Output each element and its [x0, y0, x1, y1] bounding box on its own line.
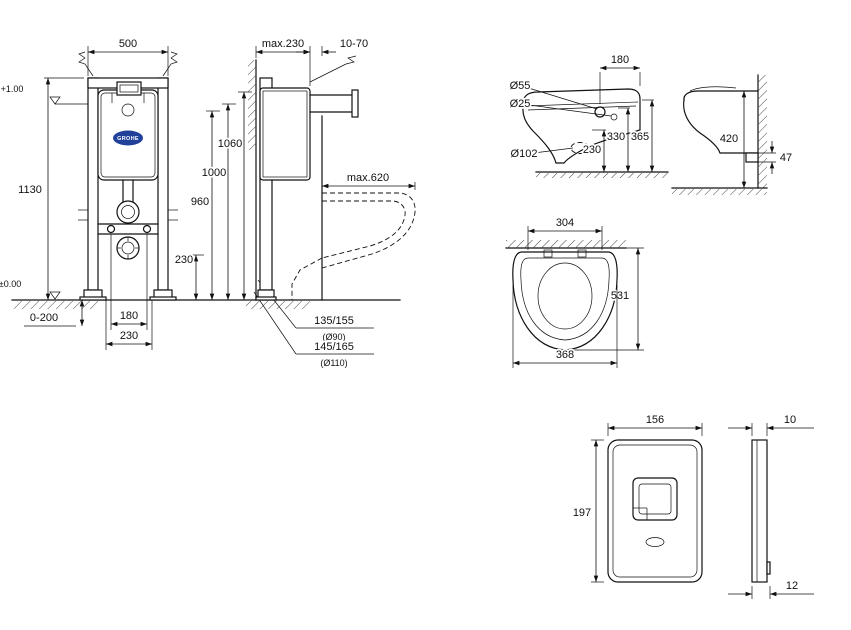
dim-plate-width: 156: [646, 414, 664, 426]
dim-height-960: 960: [191, 196, 209, 208]
dim-width-368: 368: [556, 349, 574, 361]
dim-plate-thickness-top: 10: [784, 414, 796, 426]
fixing-hole: [610, 113, 618, 121]
dim-bowl-projection: max.620: [347, 172, 389, 184]
dim-width-304: 304: [556, 217, 574, 229]
fixing-bolt: [106, 224, 116, 234]
bowl-top-view: 304 531 368: [505, 215, 644, 368]
pipe-clamp: [116, 200, 140, 224]
frame-front-view: GROHE +1.00 ±0.00 500 1130 0-200: [0, 36, 401, 370]
dim-wall-thickness: 10-70: [340, 38, 368, 50]
wall-hatch: [506, 240, 626, 248]
seat-hinge: [577, 249, 587, 258]
dim-outlet-option-2-dia: (Ø110): [320, 358, 347, 368]
dim-height-1060: 1060: [218, 138, 242, 150]
dim-plate-thickness-bottom: 12: [786, 580, 798, 592]
plate-clip: [766, 561, 771, 575]
dim-bottom-230: 230: [120, 330, 138, 342]
flush-shaft-cap: [351, 89, 359, 118]
dim-frame-width: 500: [119, 38, 137, 50]
bowl-outer-outline: [512, 251, 618, 351]
dim-dia-55: Ø55: [510, 80, 531, 92]
bowl-outline: [522, 88, 641, 164]
dim-frame-height: 1130: [18, 184, 42, 196]
dim-height-420: 420: [720, 133, 738, 145]
dim-plate-height: 197: [573, 507, 591, 519]
wall-anchor-icon: [78, 51, 94, 77]
floor-hatch: [14, 301, 98, 309]
dim-outlet-option-1: 135/155: [314, 315, 354, 327]
dim-height-47: 47: [780, 152, 792, 164]
bowl-side-view: Ø55 Ø25 Ø102 180 230 330 365: [508, 52, 669, 178]
dim-height-230: 230: [175, 254, 193, 266]
wall-hatch: [758, 75, 767, 188]
wall-hatch: [248, 60, 256, 150]
mounting-step: [745, 152, 759, 163]
plate-logo-oval: [645, 537, 665, 547]
drain-hole: [570, 142, 590, 154]
dim-height-1000: 1000: [202, 167, 226, 179]
bowl-underside: [683, 99, 759, 154]
frame-rail-left: [87, 77, 99, 291]
level-mark-top: +1.00: [1, 84, 24, 94]
flush-plate-front-view: 156 197: [571, 412, 703, 583]
frame-rail-right: [157, 77, 169, 291]
hidden-drain-pipe: [291, 257, 323, 300]
cistern-profile: [259, 87, 311, 181]
flush-button: [632, 477, 678, 521]
dim-height-330: 330: [607, 131, 625, 143]
seat-lid-line: [689, 86, 737, 92]
wall-anchor-icon: [345, 55, 357, 65]
dim-frame-depth: max.230: [262, 38, 304, 50]
dim-top-180: 180: [611, 54, 629, 66]
dim-height-230b: 230: [583, 144, 601, 156]
bowl-inner: [537, 262, 593, 330]
hidden-bowl-outline: [321, 192, 416, 269]
access-opening: [116, 81, 142, 96]
grohe-logo: [113, 130, 143, 146]
dim-outlet-option-1-dia: (Ø90): [322, 332, 345, 342]
fixing-bolt: [142, 224, 152, 234]
wall-anchor-icon: [162, 51, 178, 77]
level-triangle-icon: [49, 291, 61, 300]
dim-length-531: 531: [611, 290, 629, 302]
seat-hinge: [543, 249, 553, 258]
bowl-top-edge: [683, 90, 759, 101]
flush-plate-side-view: 10 12: [728, 412, 814, 599]
dim-bolt-spacing: 180: [120, 310, 138, 322]
dim-outlet-option-2: 145/165: [314, 341, 354, 353]
bowl-wall-view: 420 47: [671, 74, 794, 195]
dim-dia-102: Ø102: [511, 148, 538, 160]
grohe-logo-text: GROHE: [117, 136, 139, 142]
level-triangle-icon: [49, 96, 61, 105]
dim-height-365: 365: [631, 131, 649, 143]
bowl-rim: [520, 257, 610, 341]
frame-side-view: max.230 10-70 max.620 230 960 1000 1060: [173, 36, 416, 301]
dim-feet-range: 0-200: [30, 312, 58, 324]
dim-dia-25: Ø25: [510, 98, 531, 110]
plate-profile: [751, 439, 768, 583]
level-mark-floor: ±0.00: [0, 279, 21, 289]
